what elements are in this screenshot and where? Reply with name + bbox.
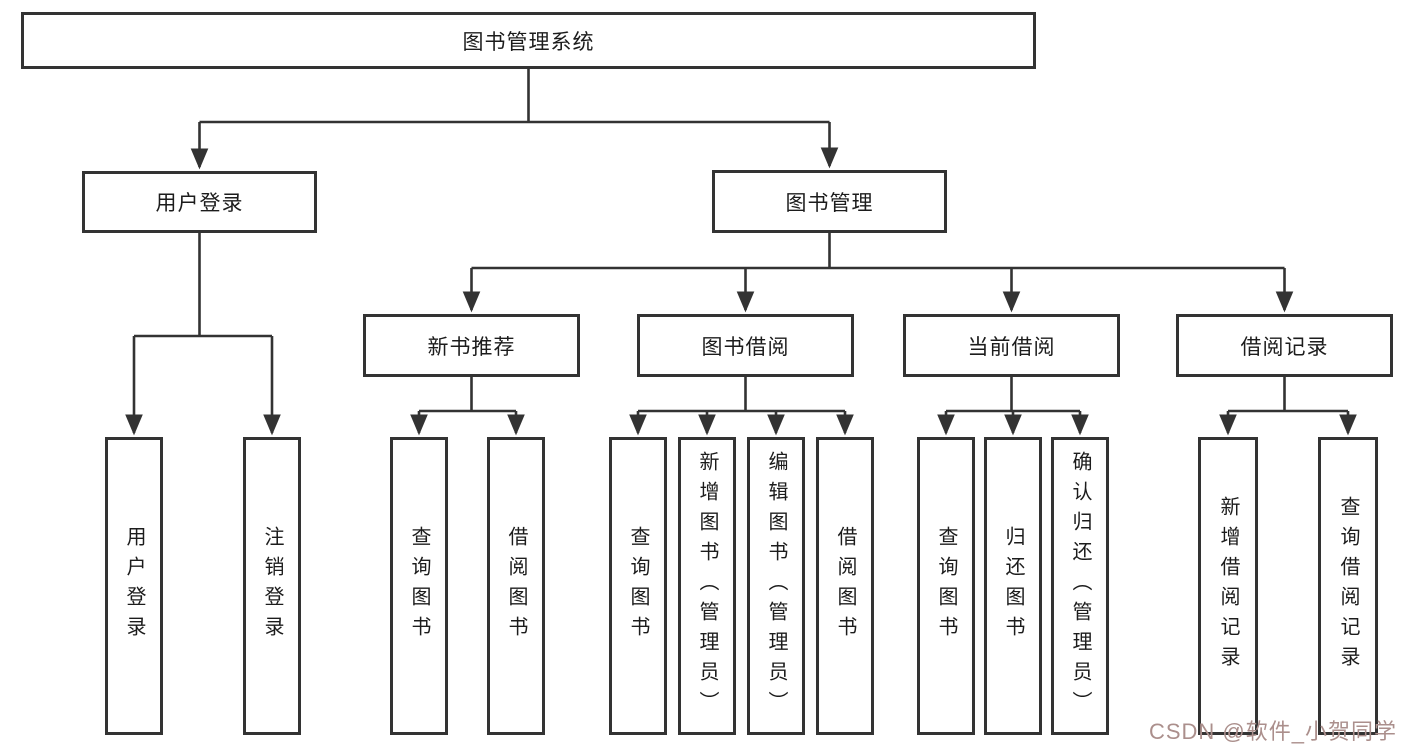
leaf-user-login: 用户登录 xyxy=(105,437,163,735)
leaf-return-books: 归还图书 xyxy=(984,437,1042,735)
leaf-edit-books-admin: 编辑图书（管理员） xyxy=(747,437,805,735)
node-library-management-system: 图书管理系统 xyxy=(21,12,1036,69)
node-borrowing-records: 借阅记录 xyxy=(1176,314,1393,377)
node-new-book-recommendation: 新书推荐 xyxy=(363,314,580,377)
node-book-management: 图书管理 xyxy=(712,170,947,233)
leaf-borrow-books-borrowing: 借阅图书 xyxy=(816,437,874,735)
leaf-add-books-admin: 新增图书（管理员） xyxy=(678,437,736,735)
node-book-borrowing: 图书借阅 xyxy=(637,314,854,377)
node-current-borrowing: 当前借阅 xyxy=(903,314,1120,377)
leaf-query-books-newbook: 查询图书 xyxy=(390,437,448,735)
leaf-borrow-books-newbook: 借阅图书 xyxy=(487,437,545,735)
leaf-logout-login: 注销登录 xyxy=(243,437,301,735)
leaf-query-books-current: 查询图书 xyxy=(917,437,975,735)
node-user-login: 用户登录 xyxy=(82,171,317,233)
connector-trunks xyxy=(134,68,1348,413)
leaf-confirm-return-admin: 确认归还（管理员） xyxy=(1051,437,1109,735)
csdn-watermark: CSDN @软件_小贺同学 xyxy=(1148,719,1397,744)
leaf-query-borrow-record: 查询借阅记录 xyxy=(1318,437,1378,735)
leaf-add-borrow-record: 新增借阅记录 xyxy=(1198,437,1258,735)
leaf-query-books-borrowing: 查询图书 xyxy=(609,437,667,735)
